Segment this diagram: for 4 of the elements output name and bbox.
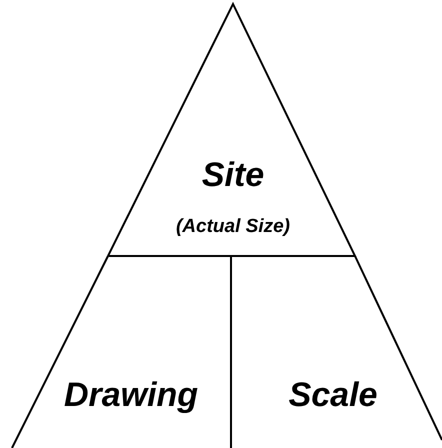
- node-label: Scale: [288, 378, 378, 412]
- node-label: Drawing: [64, 378, 198, 412]
- node-subtitle: (Actual Size): [176, 217, 290, 236]
- node-title: Site: [202, 158, 264, 192]
